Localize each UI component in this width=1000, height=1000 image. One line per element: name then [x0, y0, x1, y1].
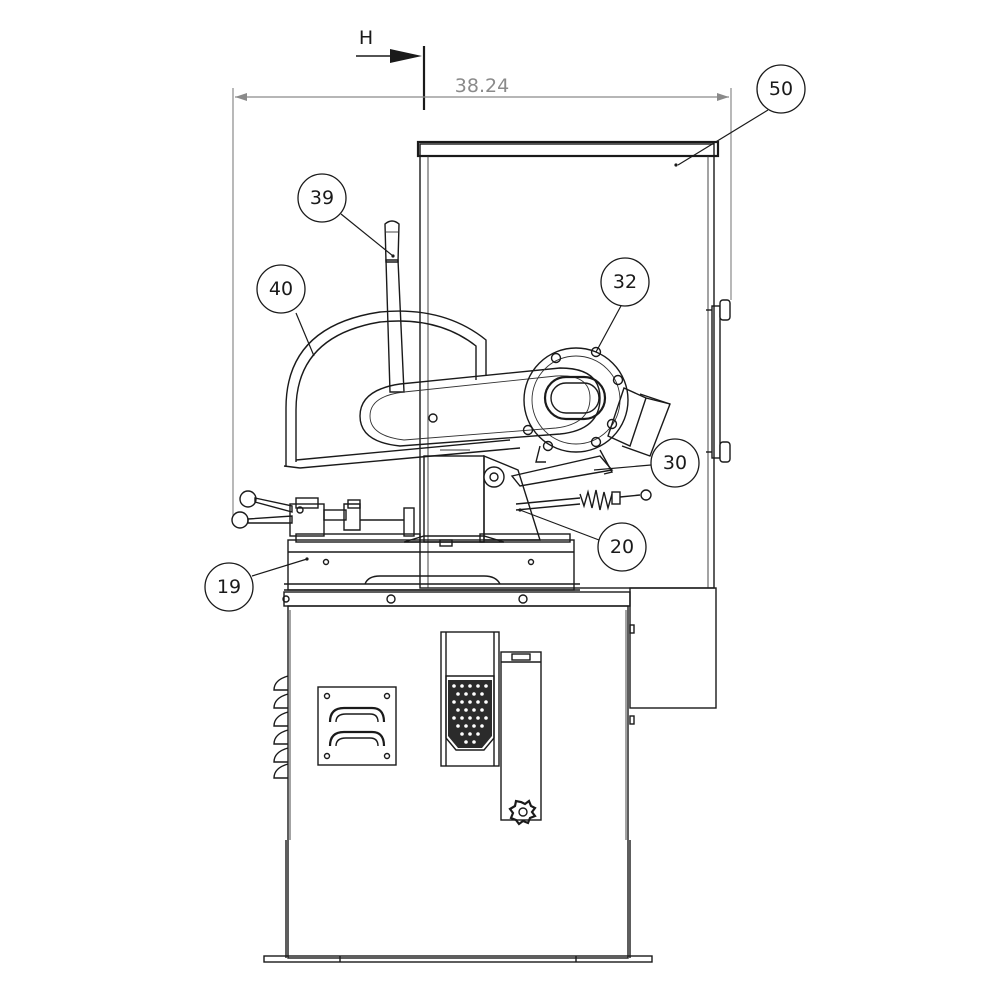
balloon-39-label: 39 [310, 187, 334, 209]
adjustment-slot-bar [500, 651, 542, 826]
column-body [423, 455, 485, 543]
section-marker-label: H [359, 27, 373, 49]
pedal-tread [448, 680, 492, 748]
overall-dimension: 38.24 [232, 75, 732, 520]
pivot-pin [483, 466, 505, 488]
hood-latch-bar [711, 305, 721, 459]
hood-knob-bottom [719, 441, 731, 463]
cabinet-top-plate [283, 591, 631, 607]
lock-knob-icon [508, 799, 537, 826]
hood-lower-box [629, 587, 717, 709]
motor-bolts [522, 346, 624, 452]
dimension-value: 38.24 [455, 75, 509, 97]
vent-louvers [273, 675, 289, 779]
cabinet-body [287, 605, 629, 959]
hood-body [419, 143, 715, 589]
foot-pedal [440, 631, 500, 767]
balloon-19: 19 [204, 562, 254, 612]
balloon-39: 39 [297, 173, 347, 223]
dust-chute [607, 387, 647, 447]
hood-top-lip [416, 140, 720, 158]
blade-guard-outer [285, 310, 487, 466]
linkage-plate [510, 455, 614, 487]
balloon-30-label: 30 [663, 452, 687, 474]
hood-knob-top [719, 299, 731, 321]
balloon-19-label: 19 [217, 576, 241, 598]
balloon-40-label: 40 [269, 278, 293, 300]
slot-bar [500, 651, 542, 821]
vise-table [231, 490, 580, 591]
balloon-20: 20 [597, 522, 647, 572]
balloon-40: 40 [256, 264, 306, 314]
table-top-left [295, 533, 421, 543]
handle-grip [384, 220, 400, 263]
balloon-50-label: 50 [769, 78, 793, 100]
section-arrow-head [390, 49, 422, 63]
vise-block [289, 503, 325, 537]
motor-cap [543, 375, 607, 421]
motor-assembly [522, 346, 671, 475]
motor-housing [523, 347, 629, 453]
vise-lever-knob-top [239, 490, 257, 508]
blade-guard [283, 310, 521, 469]
balloon-32: 32 [600, 257, 650, 307]
balloon-32-label: 32 [613, 271, 637, 293]
spring-end-knob [640, 489, 652, 501]
blade-guard-bottom [299, 447, 521, 469]
operating-handle [384, 220, 405, 393]
table-top-right [479, 533, 571, 543]
balloon-20-label: 20 [610, 536, 634, 558]
spring-linkage [510, 455, 652, 511]
balloon-50: 50 [756, 64, 806, 114]
handle-plate [317, 686, 397, 766]
tension-spring [579, 489, 613, 511]
pivot-column [403, 454, 541, 547]
balloon-30: 30 [650, 438, 700, 488]
cabinet-feet-rail [263, 955, 653, 963]
handle-shaft [385, 259, 405, 393]
balloon-leaders [251, 109, 769, 577]
pivot-bracket [483, 454, 541, 541]
cabinet-base [263, 591, 653, 963]
hood-enclosure [416, 140, 731, 709]
vise-lever-knob-bottom [231, 511, 249, 529]
pedal-frame [440, 631, 500, 767]
door-handle-plate [317, 686, 397, 766]
